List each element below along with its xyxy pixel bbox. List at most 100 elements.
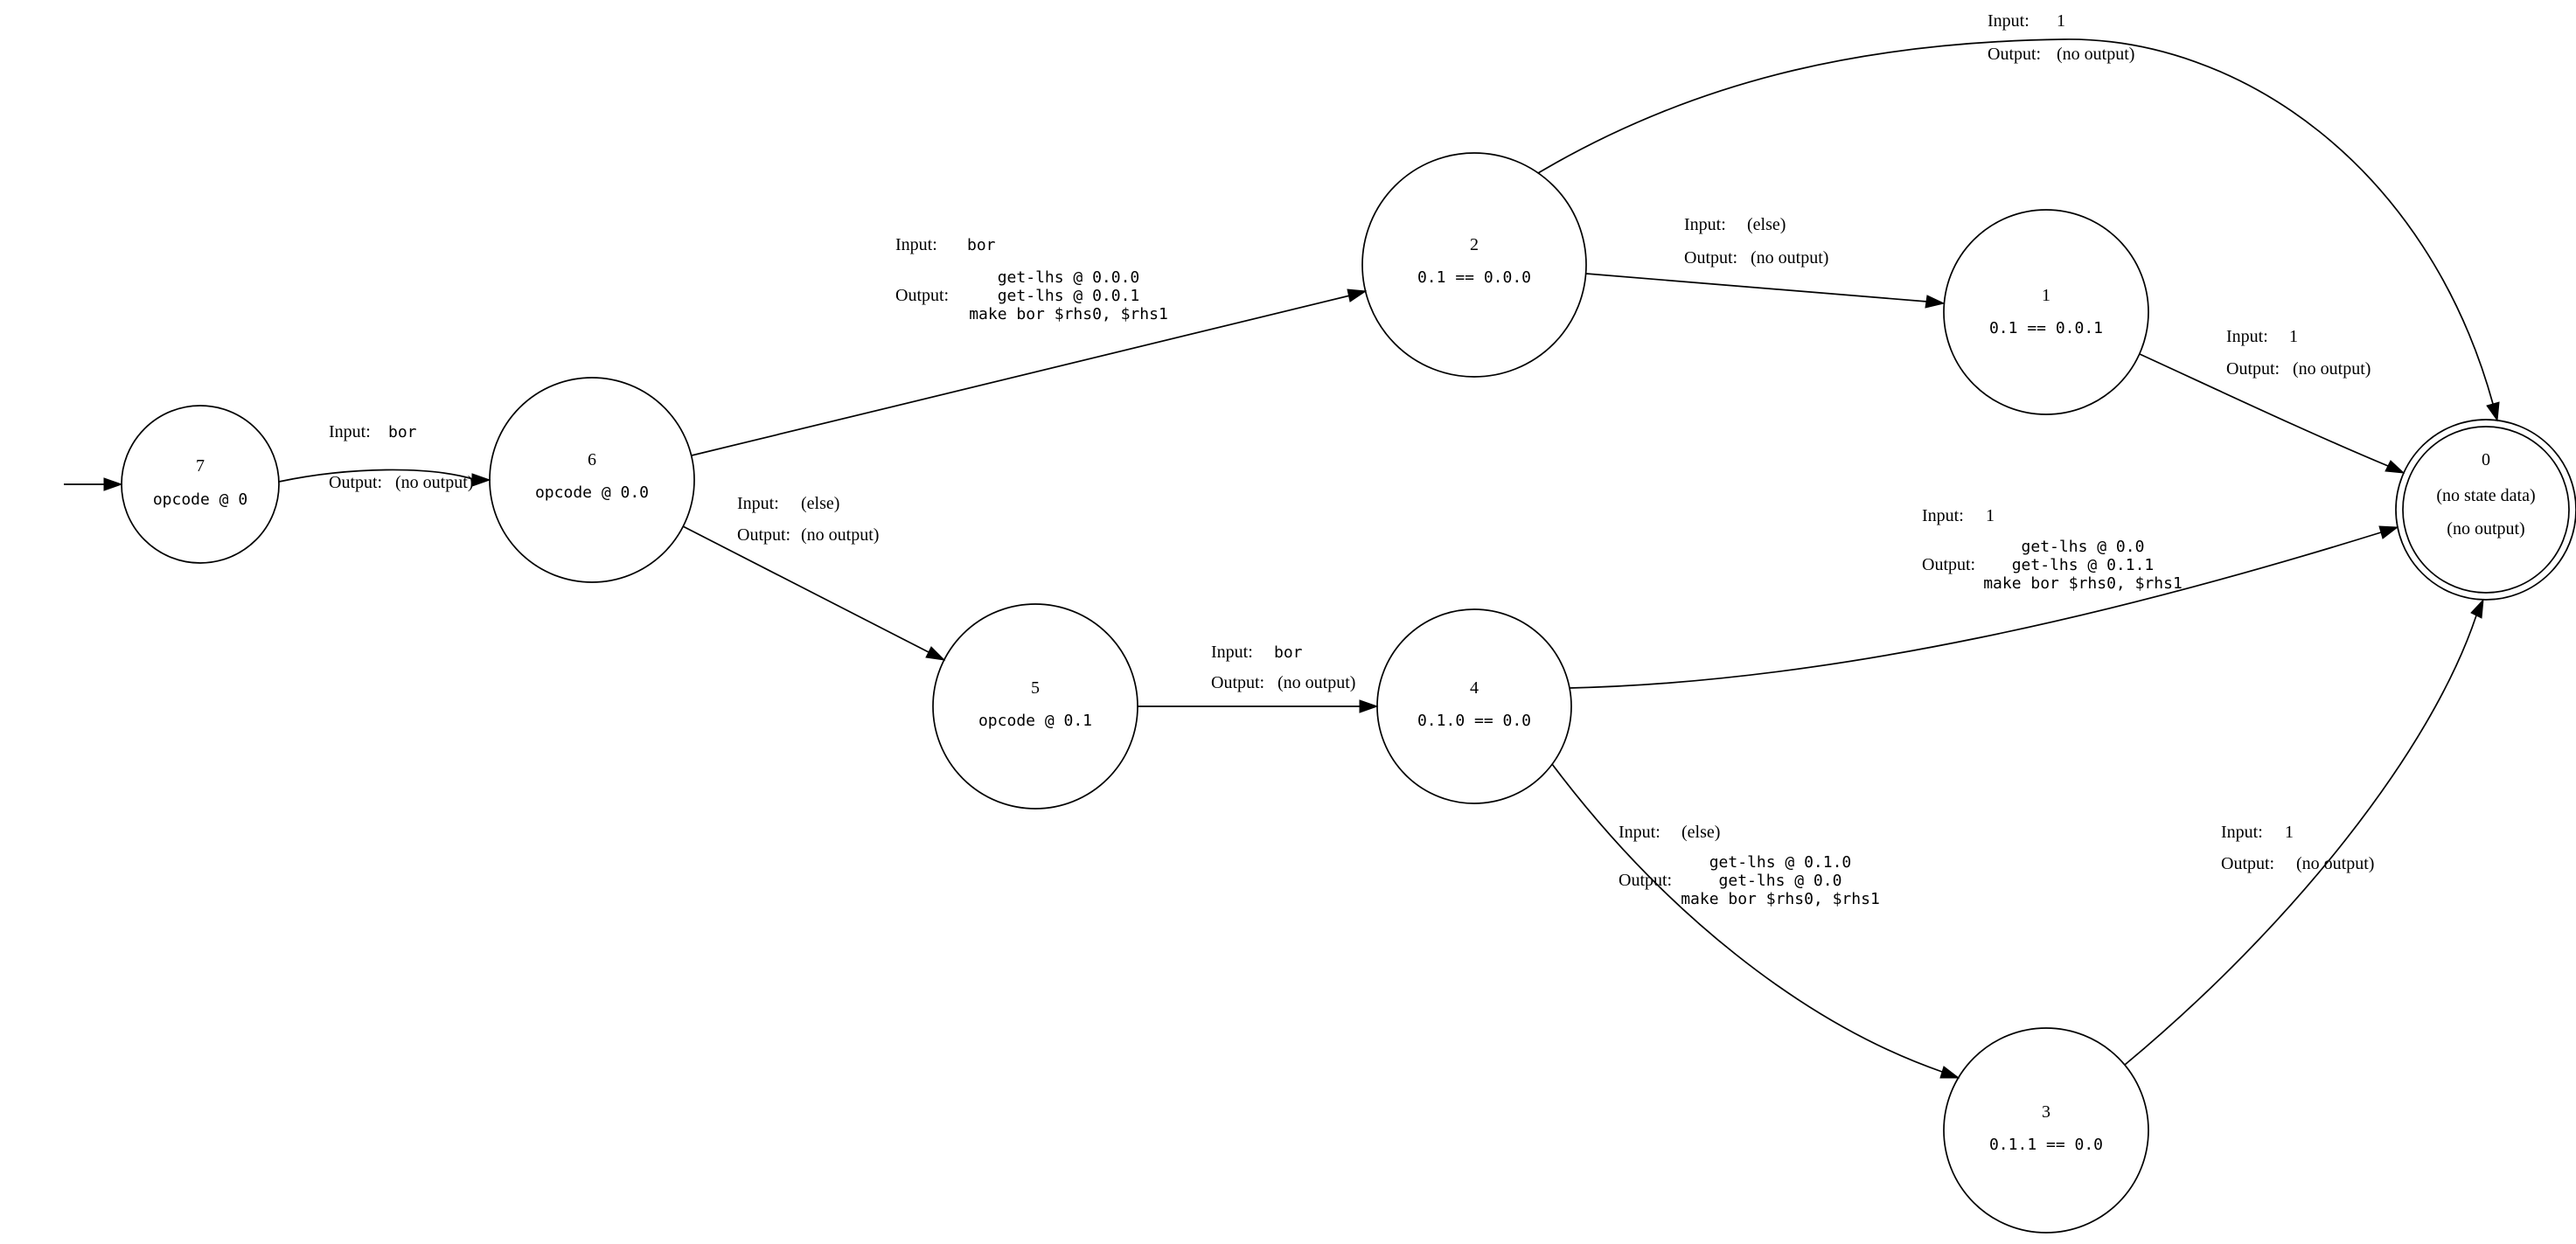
state-3-id: 3 [2042,1102,2050,1122]
edge-1-0-path [2139,353,2389,467]
edge-4-0-arrowhead [2378,525,2399,539]
edge-4-3-output-line3: make bor $rhs0, $rhs1 [1681,890,1880,908]
state-1-data: 0.1 == 0.0.1 [1989,319,2103,337]
state-7-id: 7 [196,456,205,476]
edge-1-0: Input: 1 Output: (no output) [2139,327,2405,474]
state-6: 6 opcode @ 0.0 [489,377,695,583]
edge-2-1-output-value: (no output) [1751,248,1828,268]
edge-2-0-input-value: 1 [2057,11,2065,31]
edge-2-1-input-value: (else) [1747,215,1786,234]
state-6-circle [489,377,695,583]
state-4-circle [1376,608,1572,804]
edge-4-3-arrowhead [1939,1066,1960,1079]
edge-3-0-output-value: (no output) [2296,854,2374,873]
state-1-id: 1 [2042,286,2050,305]
edge-4-3: Input: (else) get-lhs @ 0.1.0 Output: ge… [1551,763,1960,1079]
edge-6-2-output-line3: make bor $rhs0, $rhs1 [969,305,1168,323]
state-3-circle [1943,1027,2149,1234]
edge-layer: Input: bor Output: (no output) Input: bo… [64,11,2500,1079]
edge-1-0-input-key: Input: [2226,327,2268,346]
edge-start-to-7 [64,477,123,491]
edge-4-0-input-value: 1 [1986,506,1995,525]
edge-3-0: Input: 1 Output: (no output) [2124,598,2484,1066]
edge-7-6: Input: bor Output: (no output) [278,422,491,492]
edge-4-3-output-key: Output: [1619,871,1672,890]
state-5-circle [932,603,1138,810]
edge-start-to-7-arrowhead [103,477,123,491]
edge-3-0-arrowhead [2470,598,2484,619]
edge-5-4-input-value: bor [1274,643,1303,662]
edge-7-6-output-key: Output: [329,473,382,492]
edge-6-5-input-key: Input: [737,494,779,513]
edge-2-0-output-value: (no output) [2057,45,2134,64]
state-5: 5 opcode @ 0.1 [932,603,1138,810]
state-2-data: 0.1 == 0.0.0 [1417,268,1531,287]
edge-4-0-output-line1: get-lhs @ 0.0 [2022,538,2145,556]
edge-6-5-output-value: (no output) [801,525,879,545]
edge-7-6-input-value: bor [388,423,417,441]
edge-2-0-path [1537,38,2494,405]
edge-5-4-output-key: Output: [1211,673,1264,692]
edge-7-6-arrowhead [471,473,491,487]
edge-6-2-input-key: Input: [895,235,937,254]
edge-2-0-arrowhead [2486,401,2500,422]
state-layer: 7 opcode @ 0 6 opcode @ 0.0 2 0.1 == 0.0… [121,152,2576,1234]
edge-5-4-input-key: Input: [1211,643,1253,662]
state-4: 4 0.1.0 == 0.0 [1376,608,1572,804]
edge-6-2-input-value: bor [967,236,996,254]
edge-1-0-output-key: Output: [2226,359,2280,379]
edge-3-0-input-key: Input: [2221,823,2263,842]
edge-4-3-input-key: Input: [1619,823,1660,842]
edge-3-0-input-value: 1 [2285,823,2294,842]
edge-7-6-path [278,469,474,483]
state-0-data: (no state data) [2436,486,2535,505]
state-6-data: opcode @ 0.0 [535,483,649,502]
edge-6-5-input-value: (else) [801,494,839,513]
edge-4-0: Input: 1 get-lhs @ 0.0 Output: get-lhs @… [1569,506,2399,689]
state-3-data: 0.1.1 == 0.0 [1989,1136,2103,1154]
edge-6-5-path [682,525,929,653]
edge-6-2: Input: bor get-lhs @ 0.0.0 Output: get-l… [691,235,1368,456]
edge-6-2-path [691,295,1351,456]
edge-6-5-output-key: Output: [737,525,790,545]
state-4-id: 4 [1470,678,1479,698]
edge-4-0-path [1569,532,2382,689]
edge-2-1-path [1585,273,1928,302]
edge-7-6-input-key: Input: [329,422,371,441]
state-0-id: 0 [2482,450,2490,469]
edge-4-0-output-key: Output: [1922,555,1975,574]
edge-4-3-path [1551,763,1943,1073]
state-0-outer-circle [2395,419,2576,601]
state-0-output: (no output) [2447,519,2524,539]
state-0-inner-circle [2402,426,2570,594]
edge-6-2-output-key: Output: [895,286,949,305]
edge-2-0: Input: 1 Output: (no output) [1537,11,2500,422]
state-5-data: opcode @ 0.1 [978,712,1092,730]
state-2-circle [1361,152,1587,378]
state-7-circle [121,405,280,564]
edge-4-0-input-key: Input: [1922,506,1964,525]
edge-6-2-output-line2: get-lhs @ 0.0.1 [998,287,1140,305]
edge-7-6-output-value: (no output) [395,473,473,492]
edge-2-0-output-key: Output: [1988,45,2041,64]
state-1-circle [1943,209,2149,415]
edge-6-5-arrowhead [925,646,946,661]
edge-3-0-output-key: Output: [2221,854,2274,873]
state-2-id: 2 [1470,235,1479,254]
state-1: 1 0.1 == 0.0.1 [1943,209,2149,415]
state-5-id: 5 [1031,678,1040,698]
state-4-data: 0.1.0 == 0.0 [1417,712,1531,730]
edge-2-1-arrowhead [1925,295,1946,309]
edge-4-0-output-line2: get-lhs @ 0.1.1 [2012,556,2155,574]
edge-3-0-path [2124,615,2477,1066]
state-3: 3 0.1.1 == 0.0 [1943,1027,2149,1234]
edge-2-0-input-key: Input: [1988,11,2029,31]
state-7-data: opcode @ 0 [153,490,247,509]
edge-6-2-arrowhead [1347,288,1368,302]
state-2: 2 0.1 == 0.0.0 [1361,152,1587,378]
state-0-accepting: 0 (no state data) (no output) [2395,419,2576,601]
edge-6-5: Input: (else) Output: (no output) [682,494,946,661]
edge-6-2-output-line1: get-lhs @ 0.0.0 [998,268,1140,287]
